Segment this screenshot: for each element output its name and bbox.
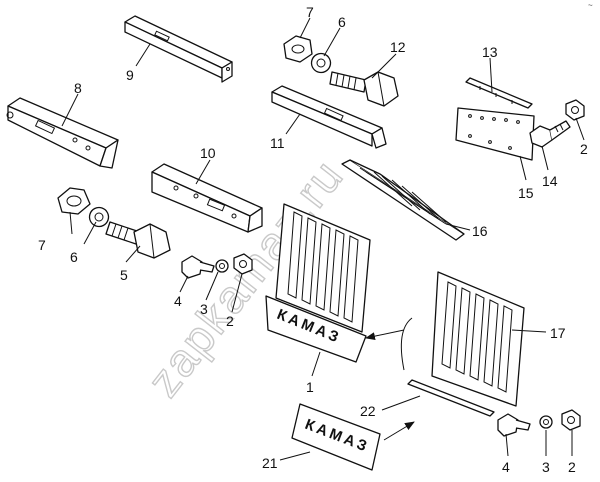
part-17-panel [431, 271, 525, 407]
callout-label: 7 [38, 237, 46, 253]
part-14-bolt [529, 120, 571, 148]
part-2-nut [561, 409, 581, 431]
callout-label: 9 [126, 67, 134, 83]
callout-label: 7 [306, 4, 314, 20]
callout-label: 12 [390, 39, 406, 55]
callout-label: 6 [70, 249, 78, 265]
callout-label: 10 [200, 145, 216, 161]
part-3-washer [215, 259, 229, 273]
callout-label: 17 [550, 325, 566, 341]
callout-label: 8 [74, 80, 82, 96]
callout-label: 3 [200, 301, 208, 317]
callout-label: 2 [568, 459, 576, 475]
part-4-bolt [181, 255, 215, 279]
callout-label: 22 [360, 403, 376, 419]
part-13-bar [465, 77, 533, 109]
part-6-washer [88, 206, 110, 228]
part-12-bolt [329, 71, 399, 107]
assembly-arrows [365, 317, 415, 441]
part-7-nut [283, 35, 313, 63]
part-6-washer [310, 52, 332, 74]
callout-label: 2 [226, 313, 234, 329]
callout-label: 2 [580, 141, 588, 157]
part-7-nut [57, 187, 91, 215]
callout-label: 4 [174, 293, 182, 309]
callout-label: 1 [306, 379, 314, 395]
part-4-bolt [497, 413, 531, 437]
part-9-bracket [124, 15, 233, 83]
callouts: 7 6 12 13 9 8 11 2 14 15 10 16 7 6 5 4 3… [38, 4, 588, 475]
callout-label: 6 [338, 14, 346, 30]
part-2-nut [233, 253, 253, 275]
part-16-panel [341, 159, 465, 241]
part-1-mudflap: КАМАЗ [265, 203, 371, 363]
part-2-nut [565, 99, 585, 121]
callout-label: 15 [518, 185, 534, 201]
callout-label: 13 [482, 44, 498, 60]
callout-label: 21 [262, 455, 278, 471]
callout-label: 16 [472, 223, 488, 239]
part-11-bracket [271, 85, 387, 149]
corner-mark: ~ [588, 1, 593, 10]
part-3-washer [539, 415, 553, 429]
part-8-bracket [6, 97, 119, 169]
callout-label: 5 [120, 267, 128, 283]
callout-label: 11 [270, 135, 285, 151]
callout-label: 14 [542, 173, 558, 189]
part-15-plate [455, 107, 535, 161]
part-22-bar [407, 379, 495, 417]
part-10-bracket [151, 163, 263, 233]
leader-lines [61, 17, 585, 461]
part-5-bolt [105, 221, 171, 259]
callout-label: 4 [502, 459, 510, 475]
callout-label: 3 [542, 459, 550, 475]
